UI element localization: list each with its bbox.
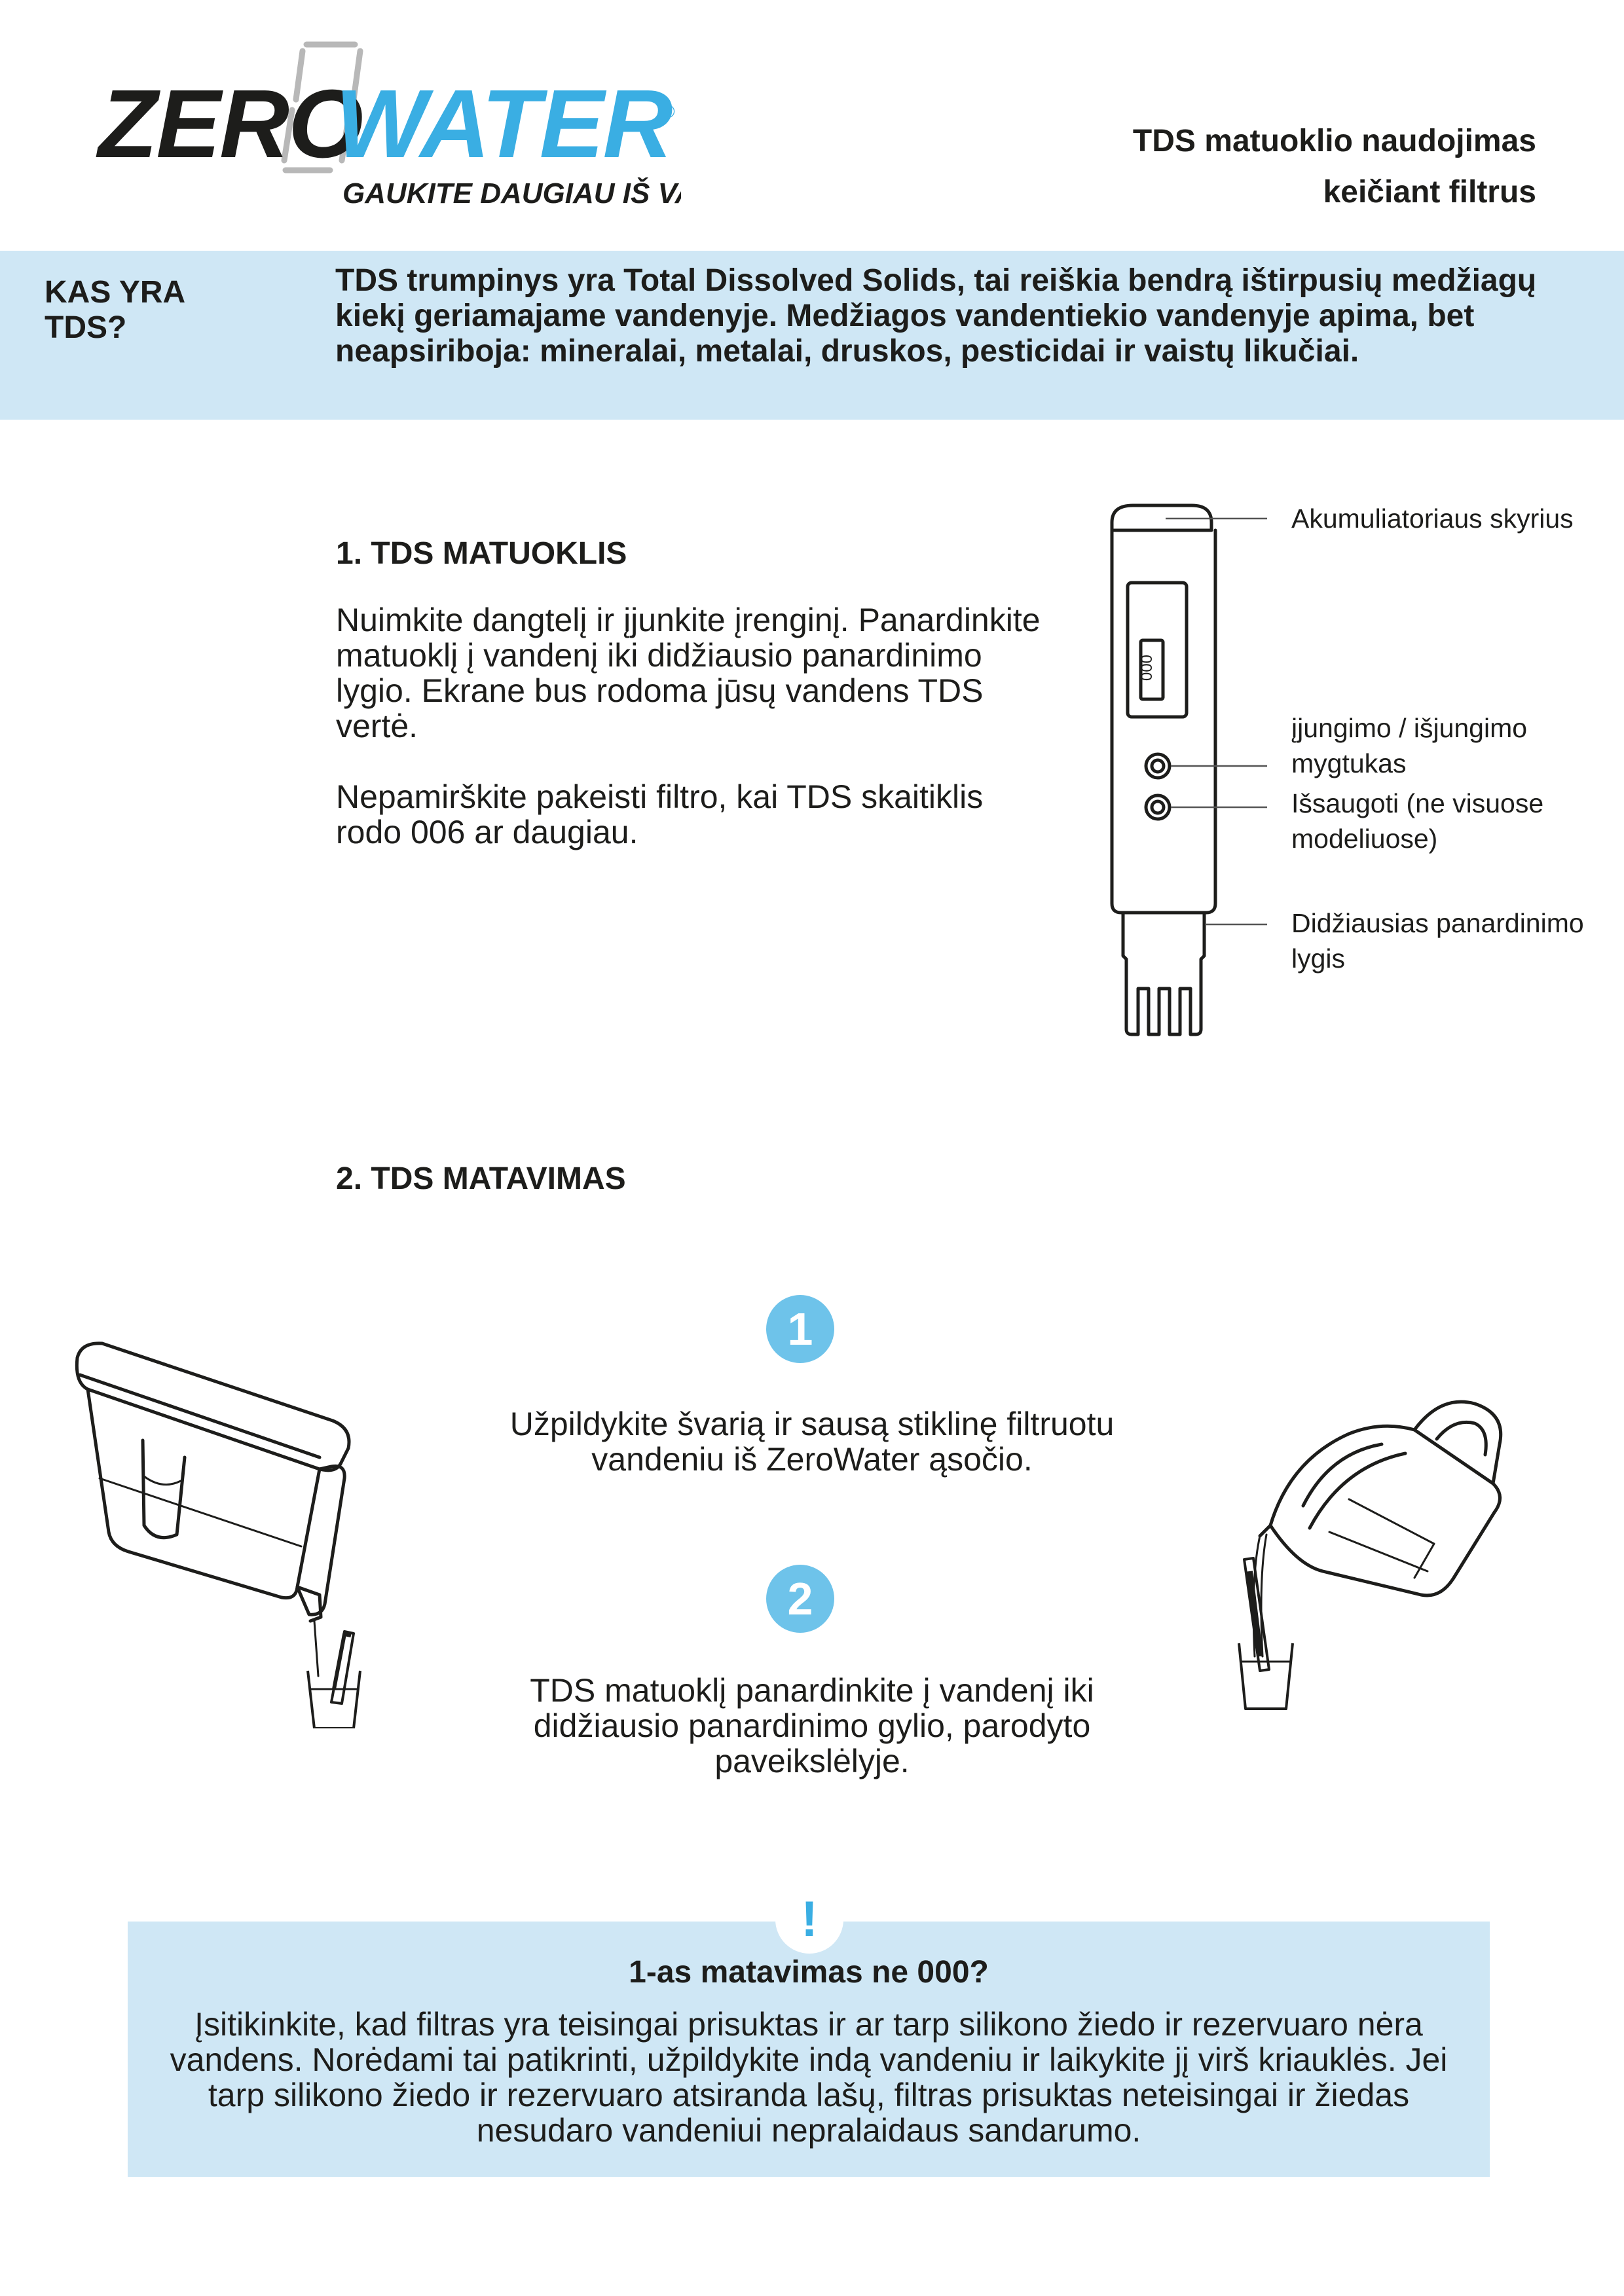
meter-probe [1121, 911, 1206, 1036]
intro-text: TDS trumpinys yra Total Dissolved Solids… [335, 263, 1537, 369]
meter-display-readout: 000 [1138, 655, 1156, 681]
pitcher-pouring-illustration [1238, 1400, 1503, 1710]
warning-exclamation-icon: ! [775, 1886, 843, 1954]
section1-heading: 1. TDS MATUOKLIS [336, 536, 627, 571]
intro-label: KAS YRA TDS? [45, 275, 185, 345]
callout-immersion-level: Didžiausias panardinimo lygis [1291, 908, 1584, 974]
callout-power-button: įjungimo / išjungimo mygtukas [1291, 713, 1528, 778]
meter-screen [1126, 581, 1189, 719]
logo-segment-icon [281, 41, 363, 173]
logo-registered-mark: ® [661, 101, 675, 122]
meter-battery-cap [1110, 503, 1213, 532]
section2-heading: 2. TDS MATAVIMAS [336, 1161, 626, 1196]
step2-number-badge: 2 [766, 1565, 834, 1633]
section1-paragraph1: Nuimkite dangtelį ir įjunkite įrenginį. … [336, 602, 1041, 744]
logo-tagline: GAUKITE DAUGIAU IŠ VANDENS! [342, 176, 681, 210]
header-title-line2: keičiant filtrus [1323, 175, 1536, 210]
logo-water-text: WATER [335, 70, 673, 178]
warning-box [128, 1922, 1490, 2177]
logo-zero-text: ZERO [96, 70, 362, 178]
warning-text: Įsitikinkite, kad filtras yra teisingai … [170, 2006, 1448, 2149]
save-button-icon [1144, 793, 1172, 821]
section1-body: Nuimkite dangtelį ir įjunkite įrenginį. … [336, 602, 1056, 850]
power-button-icon [1144, 752, 1172, 780]
step2-text: TDS matuoklį panardinkite į vandenį iki … [530, 1672, 1094, 1779]
meter-body [1110, 528, 1217, 915]
step1-text: Užpildykite švarią ir sausą stiklinę fil… [509, 1406, 1115, 1478]
step1-number-badge: 1 [766, 1295, 834, 1363]
callout-battery: Akumuliatoriaus skyrius [1291, 503, 1574, 534]
tds-meter-illustration: 000 [1110, 503, 1267, 1036]
warning-title: 1-as matavimas ne 000? [629, 1955, 989, 1990]
header-title-line1: TDS matuoklio naudojimas [1132, 124, 1536, 158]
intro-band [0, 251, 1624, 420]
zerowater-logo: ZERO WATER ® GAUKITE DAUGIAU IŠ VANDENS! [96, 41, 681, 210]
water-dispenser-illustration [75, 1341, 361, 1728]
callout-save-button: Išsaugoti (ne visuose modeliuose) [1291, 788, 1544, 854]
section1-paragraph2: Nepamirškite pakeisti filtro, kai TDS sk… [336, 778, 984, 850]
